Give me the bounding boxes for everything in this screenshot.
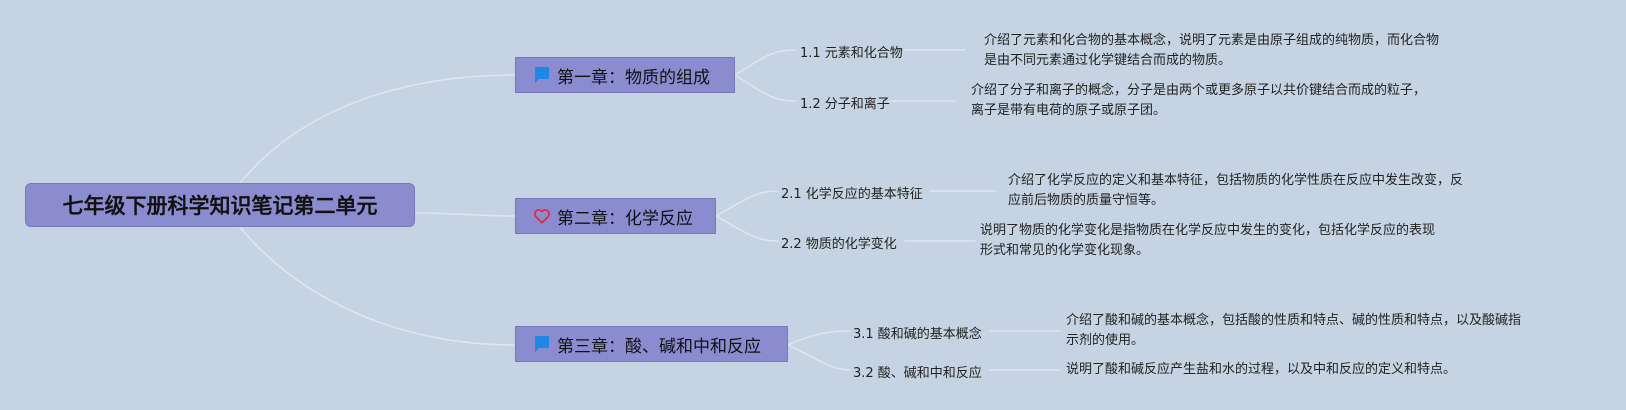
section-3-1-description: 介绍了酸和碱的基本概念，包括酸的性质和特点、碱的性质和特点，以及酸碱指 示剂的使… <box>1066 311 1521 351</box>
blue-flag-icon <box>532 65 552 85</box>
chapter-node-3[interactable]: 第三章：酸、碱和中和反应 <box>515 326 788 362</box>
section-2-2[interactable]: 2.2 物质的化学变化 <box>781 237 897 252</box>
chapter-title: 第三章：酸、碱和中和反应 <box>557 336 761 357</box>
description-line: 是由不同元素通过化学键结合而成的物质。 <box>984 53 1232 68</box>
section-2-2-description: 说明了物质的化学变化是指物质在化学反应中发生的变化，包括化学反应的表现 形式和常… <box>980 221 1435 261</box>
connector-ch3-s1 <box>787 330 851 346</box>
connector-ch3-s2 <box>787 344 851 371</box>
section-3-1[interactable]: 3.1 酸和碱的基本概念 <box>853 327 982 342</box>
connector-ch2-s1 <box>715 190 779 217</box>
description-line: 介绍了酸和碱的基本概念，包括酸的性质和特点、碱的性质和特点，以及酸碱指 <box>1066 313 1522 328</box>
description-line: 示剂的使用。 <box>1066 333 1145 348</box>
description-line: 形式和常见的化学变化现象。 <box>980 243 1150 258</box>
section-1-1[interactable]: 1.1 元素和化合物 <box>800 46 903 61</box>
section-2-1[interactable]: 2.1 化学反应的基本特征 <box>781 187 923 202</box>
section-3-2-description: 说明了酸和碱反应产生盐和水的过程，以及中和反应的定义和特点。 <box>1066 360 1456 380</box>
connector-root-ch3 <box>239 226 516 346</box>
chapter-title: 第一章：物质的组成 <box>557 67 710 88</box>
connector-ch1-s2 <box>734 74 796 102</box>
section-1-1-description: 介绍了元素和化合物的基本概念，说明了元素是由原子组成的纯物质，而化合物 是由不同… <box>984 31 1439 71</box>
description-line: 说明了物质的化学变化是指物质在化学反应中发生的变化，包括化学反应的表现 <box>980 223 1436 238</box>
connector-root-ch1 <box>239 74 516 184</box>
connector-ch2-s2 <box>715 215 779 242</box>
description-line: 应前后物质的质量守恒等。 <box>1008 193 1165 208</box>
description-line: 介绍了元素和化合物的基本概念，说明了元素是由原子组成的纯物质，而化合物 <box>984 33 1440 48</box>
chapter-title: 第二章：化学反应 <box>557 208 693 229</box>
description-line: 说明了酸和碱反应产生盐和水的过程，以及中和反应的定义和特点。 <box>1066 362 1457 377</box>
root-node[interactable]: 七年级下册科学知识笔记第二单元 <box>25 183 415 227</box>
section-1-2[interactable]: 1.2 分子和离子 <box>800 97 890 112</box>
section-1-2-description: 介绍了分子和离子的概念，分子是由两个或更多原子以共价键结合而成的粒子， 离子是带… <box>971 81 1426 121</box>
section-2-1-description: 介绍了化学反应的定义和基本特征，包括物质的化学性质在反应中发生改变，反 应前后物… <box>1008 171 1463 211</box>
red-heart-icon <box>532 206 552 226</box>
description-line: 介绍了化学反应的定义和基本特征，包括物质的化学性质在反应中发生改变，反 <box>1008 173 1464 188</box>
blue-flag-icon <box>532 334 552 354</box>
section-3-2[interactable]: 3.2 酸、碱和中和反应 <box>853 366 982 381</box>
description-line: 离子是带有电荷的原子或原子团。 <box>971 103 1167 118</box>
chapter-node-1[interactable]: 第一章：物质的组成 <box>515 57 735 93</box>
connector-ch1-s1 <box>734 49 796 76</box>
description-line: 介绍了分子和离子的概念，分子是由两个或更多原子以共价键结合而成的粒子， <box>971 83 1427 98</box>
connector-root-ch2 <box>414 212 516 217</box>
chapter-node-2[interactable]: 第二章：化学反应 <box>515 198 716 234</box>
